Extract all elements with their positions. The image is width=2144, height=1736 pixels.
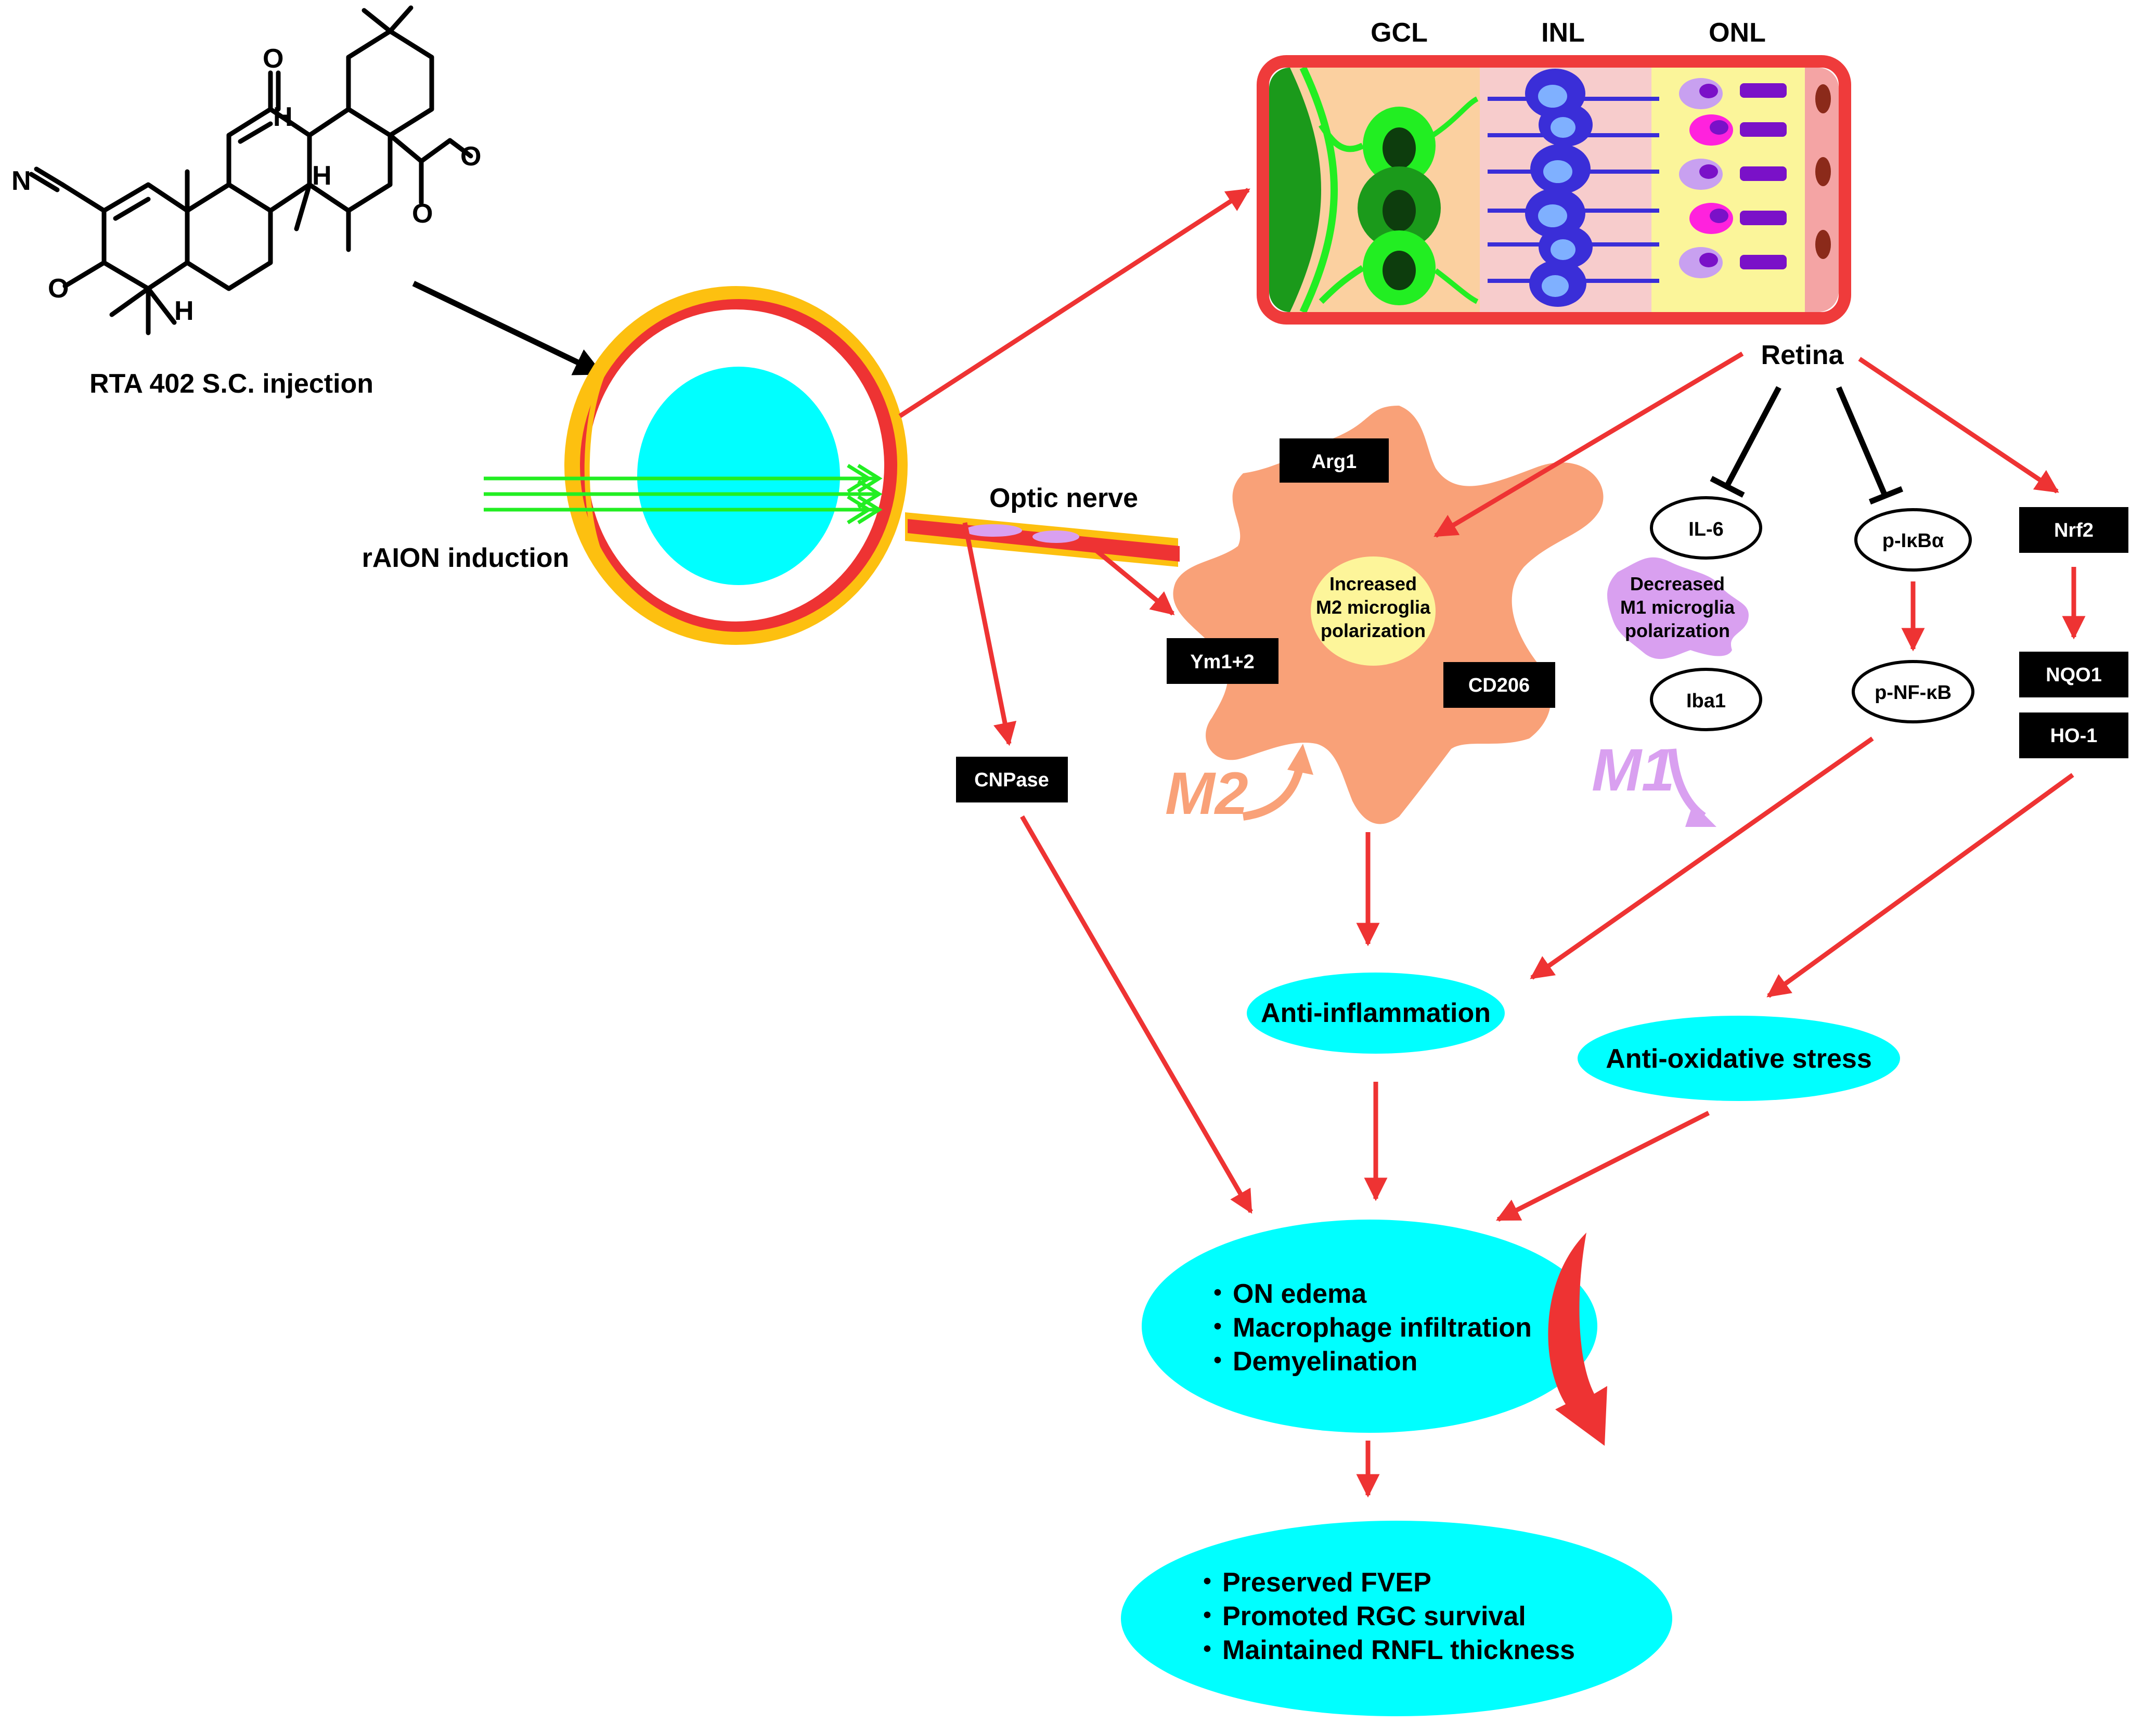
retina-frame [1257, 55, 1851, 325]
pathology-bullet-2: ・ [1204, 1313, 1231, 1343]
results-oval [1121, 1521, 1672, 1716]
cnpase-to-pathology-arrow [1020, 815, 1253, 1214]
retina-inhibit-il6 [1710, 386, 1781, 498]
optic-nerve-label: Optic nerve [989, 483, 1138, 513]
m1-center-line3: polarization [1625, 620, 1730, 641]
m1-center-line2: M1 microglia [1620, 597, 1735, 618]
layer-label-inl: INL [1541, 18, 1585, 48]
nqo1-label: NQO1 [2046, 664, 2102, 686]
retina-to-nrf2-arrow [1858, 357, 2059, 494]
m2-center-line1: Increased [1329, 573, 1417, 594]
m1-curve-arrow-icon [1668, 748, 1706, 820]
retina-label: Retina [1761, 340, 1844, 370]
results-item-2: Promoted RGC survival [1222, 1601, 1526, 1631]
nerve-to-ym-arrow [1083, 539, 1175, 616]
m2-label: M2 [1165, 760, 1248, 827]
m2-nucleus [1311, 556, 1436, 666]
pathology-item-1: ON edema [1233, 1279, 1367, 1309]
pnfkb-label: p-NF-κB [1875, 682, 1952, 704]
m2-center-line2: M2 microglia [1316, 597, 1431, 618]
arg1-box [1280, 438, 1389, 483]
drug-to-eye-arrow [412, 281, 603, 376]
eye-icon [564, 286, 1180, 645]
il6-label: IL-6 [1688, 519, 1724, 540]
retina-panel: GCL INL ONL [1257, 18, 1851, 325]
ho1-label: HO-1 [2050, 725, 2098, 747]
nqo1-box [2019, 652, 2128, 697]
atom-h-1: H [273, 102, 293, 132]
pnfkb-oval [1852, 660, 1974, 723]
cnpase-label: CNPase [974, 769, 1049, 791]
pathology-bullet-3: ・ [1204, 1346, 1231, 1377]
atom-n: N [11, 166, 31, 196]
anti-oxidative-oval [1578, 1016, 1900, 1101]
atom-o-ketone-c: O [263, 44, 283, 74]
nrf2-box [2019, 507, 2128, 553]
cnpase-box [956, 757, 1068, 802]
ym-box [1167, 638, 1278, 684]
m1-microglia-icon [1607, 557, 1749, 659]
lens-icon [637, 367, 840, 585]
pikba-oval [1854, 508, 1972, 572]
arg1-label: Arg1 [1312, 451, 1357, 473]
ym-label: Ym1+2 [1190, 651, 1255, 673]
eye-to-retina-arrow [898, 188, 1250, 418]
anti-inflammation-oval [1247, 973, 1505, 1054]
results-item-3: Maintained RNFL thickness [1222, 1635, 1575, 1665]
light-rays-icon [484, 464, 883, 524]
anti-oxidative-label: Anti-oxidative stress [1606, 1044, 1872, 1074]
pathology-item-3: Demyelination [1233, 1346, 1417, 1377]
results-item-1: Preserved FVEP [1222, 1567, 1431, 1598]
results-bullet-2: ・ [1194, 1601, 1221, 1631]
nerve-to-cnpase-arrow [962, 522, 1017, 746]
layer-label-onl: ONL [1709, 18, 1766, 48]
atom-o-ketone-a: O [48, 274, 69, 304]
m1-center-line1: Decreased [1630, 573, 1725, 594]
iba1-label: Iba1 [1686, 690, 1726, 712]
pikba-label: p-IκBα [1882, 530, 1944, 552]
ganglion-cells-icon [1319, 96, 1479, 305]
pathology-item-2: Macrophage infiltration [1233, 1313, 1532, 1343]
atom-h-3: H [174, 296, 194, 326]
retina-inhibit-pikba [1836, 386, 1904, 505]
anti-inflammation-label: Anti-inflammation [1261, 998, 1491, 1028]
cd206-box [1443, 662, 1555, 708]
results-bullet-3: ・ [1194, 1635, 1221, 1665]
retina-to-microglia-arrow [1433, 352, 1744, 538]
ho1-to-anti-oxidative-arrow [1766, 773, 2074, 998]
pathology-oval [1142, 1220, 1597, 1433]
m2-center-line3: polarization [1321, 620, 1426, 641]
atom-h-2: H [312, 161, 332, 191]
rta402-atom-labels: N O O O O H H H [11, 44, 481, 326]
anti-oxidative-to-pathology-arrow [1495, 1110, 1710, 1222]
results-bullet-1: ・ [1194, 1567, 1221, 1598]
layer-label-gcl: GCL [1371, 18, 1428, 48]
il6-oval [1650, 496, 1762, 560]
atom-o-ester: O [412, 199, 433, 229]
ho1-box [2019, 712, 2128, 758]
cd206-label: CD206 [1468, 675, 1530, 696]
iba1-oval [1650, 668, 1762, 731]
m1-label: M1 [1592, 737, 1675, 804]
nrf2-label: Nrf2 [2054, 520, 2094, 541]
pathology-bullet-1: ・ [1204, 1279, 1231, 1309]
rta402-structure-icon [29, 5, 473, 335]
photoreceptors-icon [1679, 78, 1787, 278]
drug-label: RTA 402 S.C. injection [89, 369, 373, 399]
atom-o-ester-2: O [460, 141, 481, 172]
pnfkb-to-anti-inflammation-arrow [1530, 736, 1874, 980]
m2-curve-arrow-icon [1242, 763, 1305, 821]
decrease-arrow-icon [1548, 1233, 1607, 1446]
induction-label: rAION induction [362, 543, 570, 573]
